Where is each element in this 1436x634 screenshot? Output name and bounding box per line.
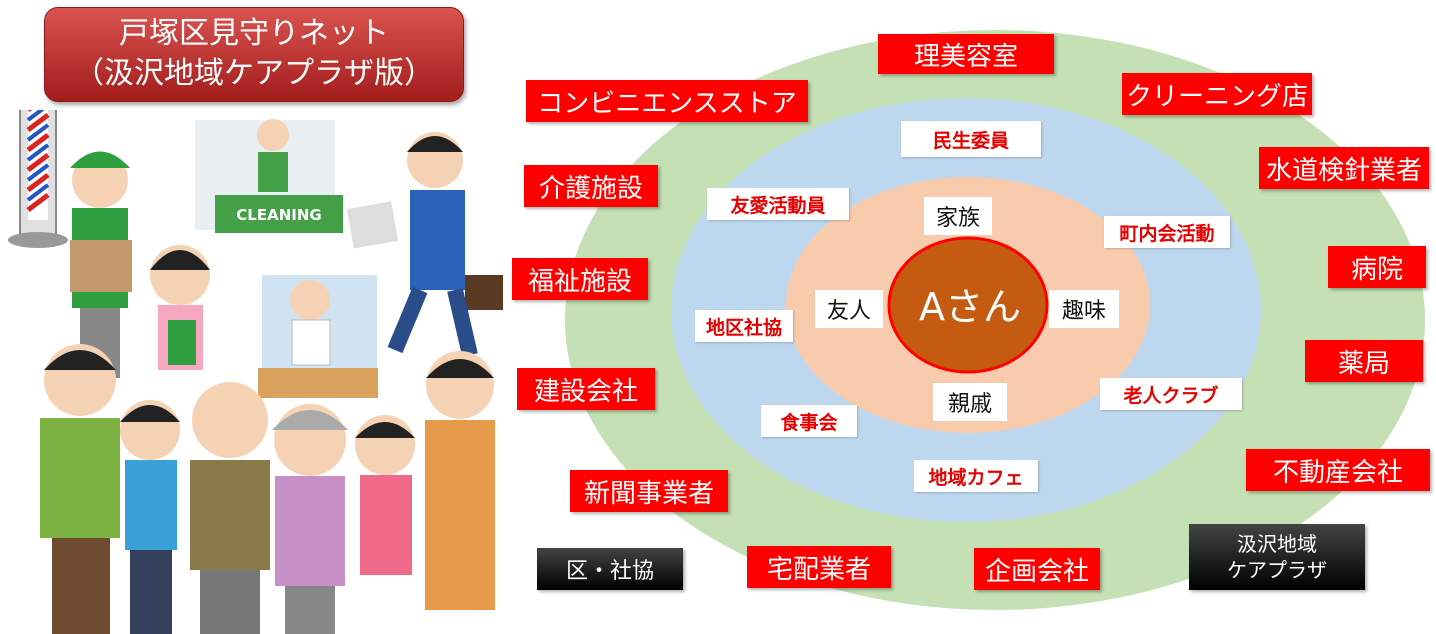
admin-care-plaza: 汲沢地域 ケアプラザ	[1189, 524, 1365, 590]
inner-hobby: 趣味	[1049, 290, 1119, 328]
barber-pole-icon	[8, 110, 68, 248]
delivery-worker-icon	[70, 151, 132, 378]
pharmacist-icon	[258, 275, 378, 398]
center-person-label: Aさん	[919, 284, 1021, 329]
outer-hospital: 病院	[1328, 246, 1426, 288]
title-line2: （汲沢地域ケアプラザ版）	[74, 56, 434, 91]
middle-chiiki-cafe: 地域カフェ	[914, 460, 1038, 492]
admin-care-plaza-line1: 汲沢地域	[1237, 532, 1317, 556]
outer-construction: 建設会社	[517, 368, 655, 410]
cleaning-shop-icon: CLEANING	[195, 119, 343, 233]
outer-real-estate: 不動産会社	[1246, 449, 1430, 491]
inner-family: 家族	[924, 197, 992, 235]
community-illustration: CLEANING	[8, 110, 503, 634]
cleaning-sign: CLEANING	[236, 206, 321, 224]
middle-shokujikai: 食事会	[761, 405, 857, 437]
newspaper-man-icon	[346, 132, 503, 357]
admin-ward: 区・社協	[537, 548, 683, 590]
outer-pharmacy: 薬局	[1305, 340, 1423, 382]
middle-minsei: 民生委員	[901, 121, 1041, 157]
middle-yuai: 友愛活動員	[707, 188, 849, 220]
outer-planning: 企画会社	[974, 548, 1100, 590]
middle-chikushakyo: 地区社協	[695, 310, 793, 342]
family-group-icon	[40, 344, 495, 634]
admin-care-plaza-line2: ケアプラザ	[1227, 558, 1327, 582]
title-banner: 戸塚区見守りネット （汲沢地域ケアプラザ版）	[44, 7, 464, 102]
inner-friend: 友人	[815, 290, 883, 328]
outer-barber: 理美容室	[878, 34, 1054, 74]
title-line1: 戸塚区見守りネット	[119, 16, 389, 51]
outer-cleaning: クリーニング店	[1122, 73, 1312, 115]
outer-water-meter: 水道検針業者	[1259, 147, 1429, 189]
middle-rojin-club: 老人クラブ	[1100, 378, 1242, 410]
shop-clerk-icon	[150, 245, 210, 370]
middle-chonaikai: 町内会活動	[1104, 216, 1230, 248]
outer-convenience: コンビニエンスストア	[526, 80, 808, 122]
inner-relatives: 親戚	[933, 383, 1007, 421]
outer-care-facility: 介護施設	[524, 165, 658, 207]
outer-delivery: 宅配業者	[747, 546, 891, 588]
outer-welfare: 福祉施設	[512, 258, 648, 300]
center-circle	[887, 236, 1049, 374]
outer-newspaper: 新聞事業者	[570, 470, 728, 512]
